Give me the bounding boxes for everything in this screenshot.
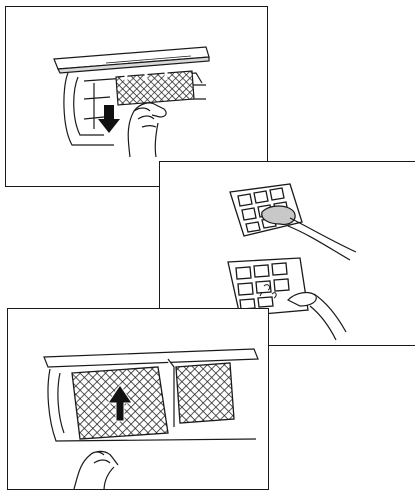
hands-icon: [74, 451, 118, 490]
arrow-down-icon: [98, 105, 120, 133]
hand-icon: [128, 103, 166, 157]
right-air-filter: [176, 363, 234, 423]
raised-front-panel: [54, 47, 209, 73]
step-1-illustration: [6, 7, 268, 187]
step-3-reinsert-filter-panel: [7, 308, 269, 490]
hand-brushing-icon: [288, 293, 346, 340]
hand-with-cloth-icon: [262, 206, 356, 260]
step-1-remove-filter-panel: [5, 6, 268, 187]
step-3-illustration: [8, 309, 269, 490]
air-filter: [116, 71, 194, 105]
